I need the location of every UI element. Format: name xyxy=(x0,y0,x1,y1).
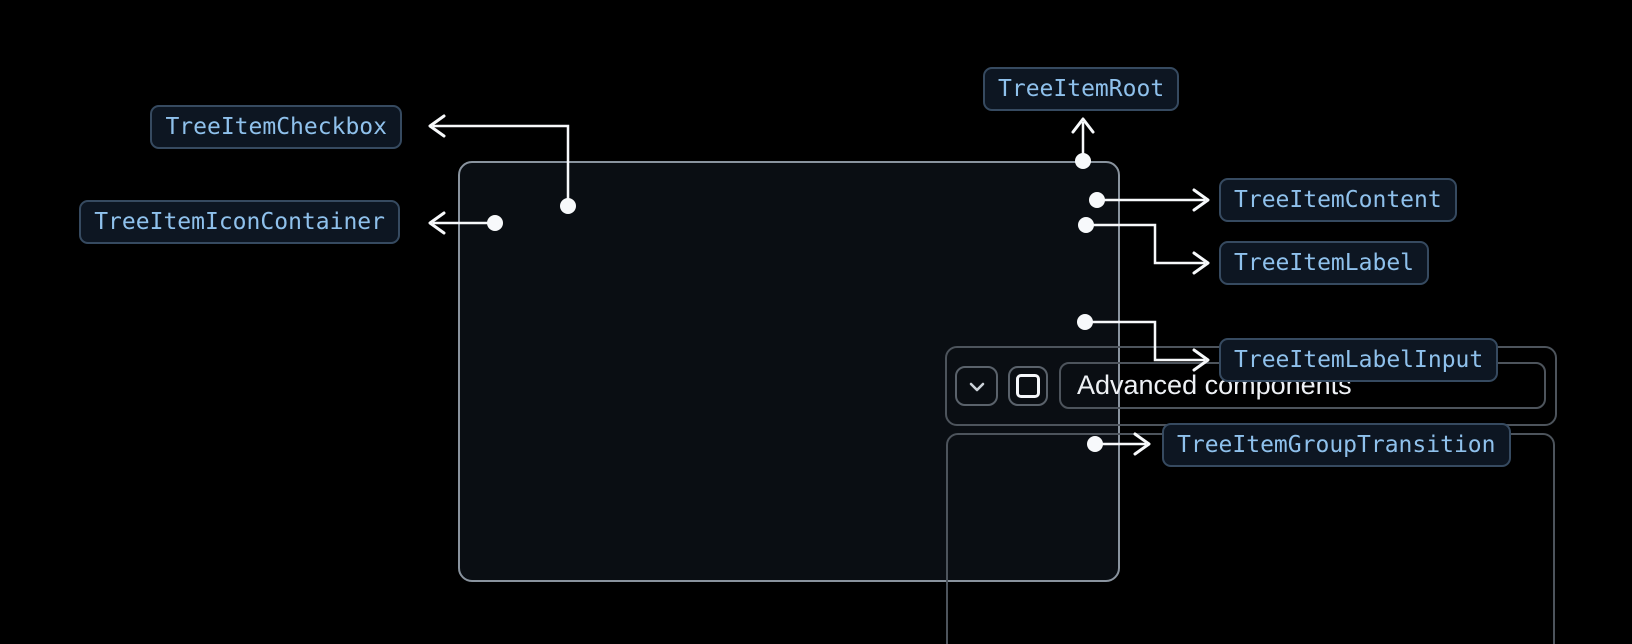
annotation-tree-item-root: TreeItemRoot xyxy=(983,67,1180,111)
annotation-tree-item-content: TreeItemContent xyxy=(1219,178,1457,222)
annotation-tree-item-icon-container: TreeItemIconContainer xyxy=(79,200,400,244)
annotation-tree-item-label: TreeItemLabel xyxy=(1219,241,1430,285)
tree-item-checkbox[interactable] xyxy=(1008,366,1048,406)
annotation-tree-item-group-transition: TreeItemGroupTransition xyxy=(1162,423,1511,467)
tree-item-root: Advanced components Data Grid Charts Dat… xyxy=(458,161,1557,644)
annotation-tree-item-label-input: TreeItemLabelInput xyxy=(1219,338,1499,382)
annotation-tree-item-checkbox: TreeItemCheckbox xyxy=(150,105,402,149)
checkbox-unchecked-icon xyxy=(1016,374,1040,398)
chevron-down-icon xyxy=(969,382,984,392)
expand-collapse-button[interactable] xyxy=(955,366,998,406)
